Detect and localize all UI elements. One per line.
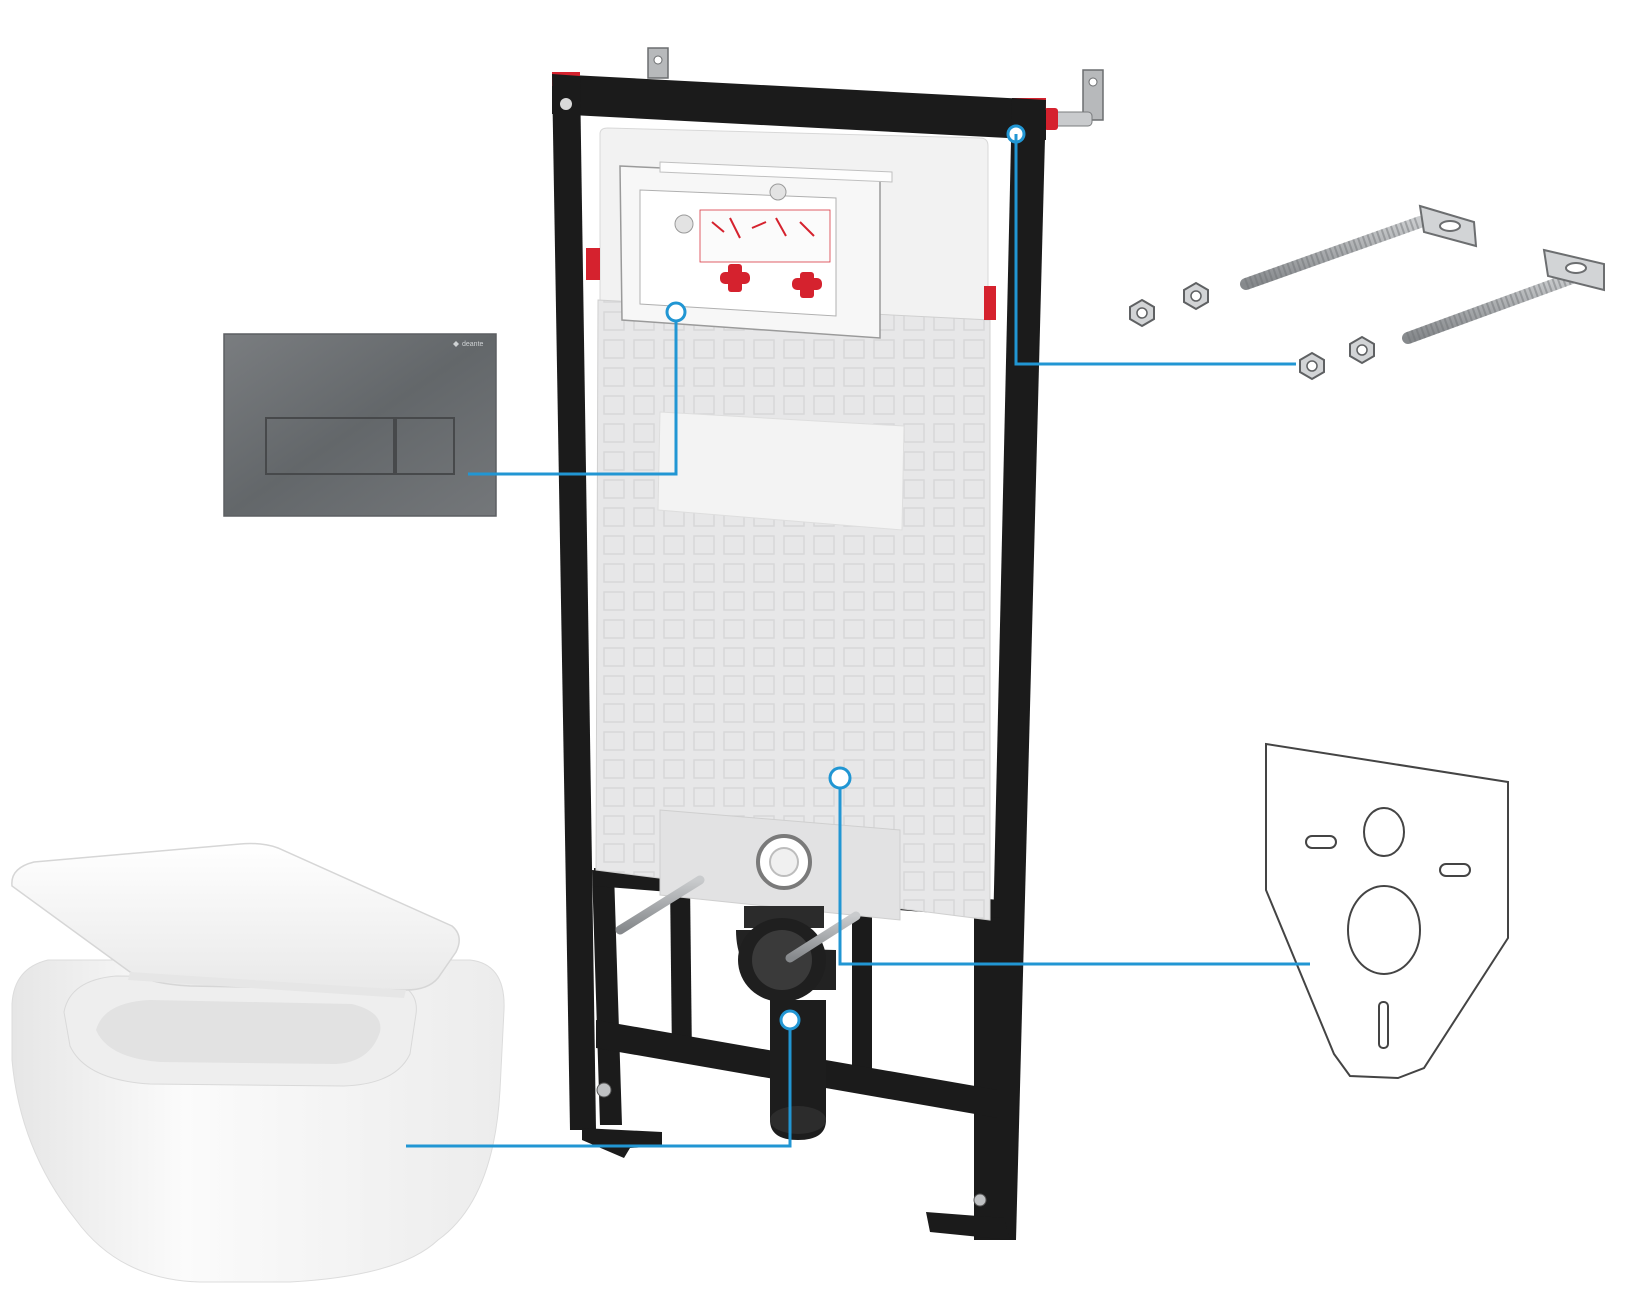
- nut-icon: [1349, 335, 1375, 365]
- callout-dot-service-box: [665, 301, 687, 323]
- mounting-stud-left: [615, 875, 705, 935]
- bolt-upper: [1240, 204, 1478, 290]
- mounting-nuts: [1129, 281, 1375, 381]
- frame-left-upright: [552, 74, 596, 1130]
- flush-button-small: [395, 417, 455, 475]
- frame-lower-left-leg: [592, 870, 622, 1125]
- callout-toilet: [406, 1020, 792, 1148]
- frame-right-upright: [986, 98, 1046, 1240]
- brand-logo: deante: [462, 341, 484, 348]
- cistern-tank: [586, 127, 996, 921]
- callout-dot-tank: [828, 766, 852, 790]
- bolt-lower: [1402, 248, 1605, 344]
- mounting-stud-right: [785, 911, 861, 963]
- callout-bolts: [1014, 134, 1296, 366]
- frame-top-beam: [552, 74, 1046, 140]
- flush-button-large: [265, 417, 395, 475]
- callout-lines: [406, 134, 1310, 1148]
- nut-icon: [1183, 281, 1209, 311]
- frame-lower-right-leg: [974, 900, 1000, 1240]
- flush-plate: deante: [223, 333, 497, 517]
- nut-icon: [1129, 298, 1155, 328]
- toilet-seat-lid: [11, 842, 460, 991]
- frame-foot-left: [582, 1128, 662, 1158]
- wall-bracket-right: [1082, 69, 1104, 121]
- flush-plate-body: [223, 333, 497, 517]
- frame-foot-right: [926, 1212, 1010, 1240]
- callout-flush-plate: [468, 312, 678, 476]
- callout-dot-drain: [779, 1009, 801, 1031]
- drain-elbow: [736, 906, 836, 1140]
- frame-lower-mid-right: [852, 890, 872, 1080]
- installation-frame: [552, 47, 1104, 1240]
- frame-lower-mid-left: [670, 880, 692, 1060]
- tank-label-area: [657, 411, 905, 531]
- brand-logo-mark: [453, 341, 459, 347]
- callout-insulation-pad: [838, 778, 1310, 966]
- mounting-bolts: [1240, 204, 1605, 344]
- nut-icon: [1299, 351, 1325, 381]
- wall-hung-toilet: [11, 842, 505, 1283]
- sound-insulation-pad: [1265, 742, 1509, 1080]
